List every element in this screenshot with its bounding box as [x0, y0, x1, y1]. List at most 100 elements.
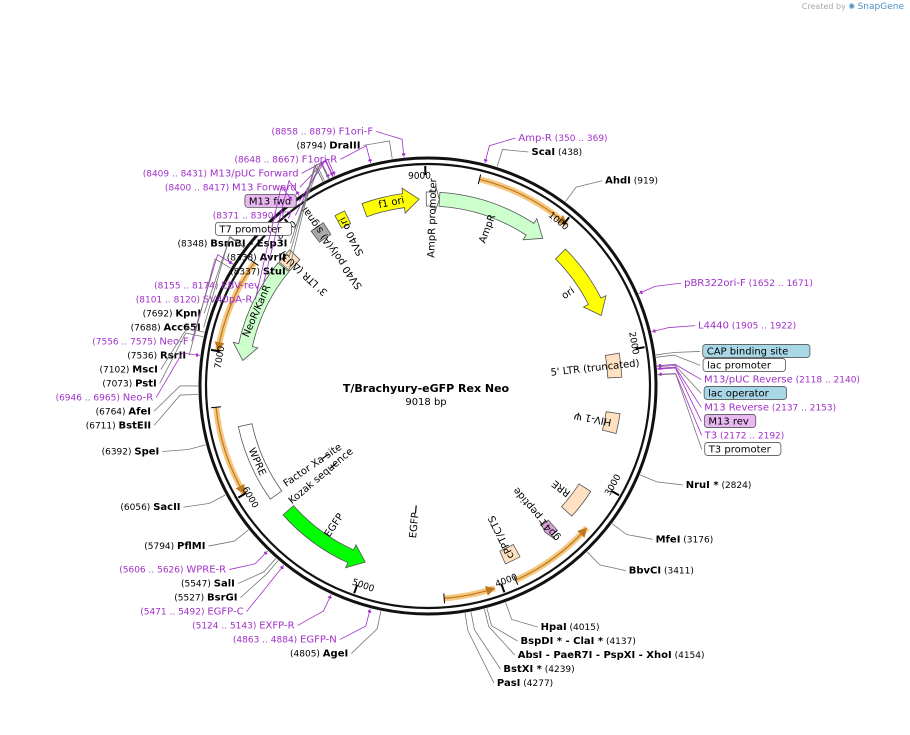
site-name: AhdI: [605, 176, 631, 187]
site-label[interactable]: (8101 .. 8120) SV40pA-R: [136, 294, 253, 305]
primer-mark: [483, 158, 488, 162]
site-label[interactable]: (4863 .. 4884) EGFP-N: [233, 635, 337, 646]
site-text: pBR322ori-F (1652 .. 1671): [684, 278, 813, 289]
site-label[interactable]: (7536) RsrII: [127, 350, 186, 361]
site-leader-line: [162, 444, 206, 452]
site-label[interactable]: (4805) AgeI: [290, 649, 348, 660]
site-label[interactable]: (7073) PstI: [102, 378, 156, 389]
site-name: F1ori-R: [302, 154, 338, 165]
site-label[interactable]: (8348) BsmBI - Esp3I: [178, 238, 288, 249]
site-label[interactable]: AbsI - PaeR7I - PspXI - XhoI (4154): [518, 650, 705, 661]
site-coords: (8337): [230, 267, 263, 277]
site-leader-line: [262, 179, 300, 286]
site-name: SalI: [214, 579, 235, 590]
site-text: M13/pUC Reverse (2118 .. 2140): [704, 374, 860, 385]
inner-marker: [329, 462, 337, 469]
site-label[interactable]: (5471 .. 5492) EGFP-C: [140, 607, 243, 618]
site-label[interactable]: PasI (4277): [497, 678, 553, 689]
site-label[interactable]: (8338) AvrII: [227, 252, 286, 263]
site-name: EGFP-N: [300, 635, 337, 646]
site-label[interactable]: BstXI * (4239): [503, 664, 574, 675]
site-label[interactable]: (7102) MscI: [100, 364, 158, 375]
site-leader-line: [376, 131, 405, 158]
site-label[interactable]: (7692) KpnI: [143, 308, 202, 319]
site-text: (8371 .. 8390) T7: [213, 210, 293, 221]
site-coords: (6056): [120, 503, 153, 513]
site-leader-line: [203, 235, 245, 314]
site-coords: (4277): [520, 679, 553, 689]
feature-label: AmpR: [477, 213, 498, 245]
inner-feature-label: EGFP: [408, 512, 421, 539]
site-label[interactable]: BbvCI (3411): [629, 566, 694, 577]
site-label[interactable]: (5547) SalI: [181, 579, 235, 590]
site-label[interactable]: (5124 .. 5143) EXFP-R: [192, 621, 294, 632]
site-label[interactable]: NruI * (2824): [686, 480, 752, 491]
site-name: BstXI *: [503, 664, 542, 675]
primer-mark: [367, 610, 372, 613]
site-label[interactable]: pBR322ori-F (1652 .. 1671): [684, 278, 813, 289]
site-coords: (350 .. 369): [552, 134, 608, 144]
site-label[interactable]: (6392) SpeI: [102, 447, 160, 458]
site-label[interactable]: M13/pUC Reverse (2118 .. 2140): [704, 374, 860, 385]
site-label[interactable]: T7 promoter: [214, 221, 292, 236]
site-label[interactable]: lac promoter: [702, 358, 786, 372]
site-label[interactable]: CAP binding site: [702, 344, 811, 358]
site-leader-line: [240, 560, 279, 598]
inner-marker: [414, 505, 417, 514]
site-label[interactable]: Amp-R (350 .. 369): [518, 133, 607, 144]
site-label[interactable]: T3 (2172 .. 2192): [704, 430, 785, 441]
site-label[interactable]: (5794) PflMI: [144, 541, 205, 552]
site-label[interactable]: M13 Reverse (2137 .. 2153): [704, 402, 836, 413]
site-label[interactable]: (6056) SacII: [120, 502, 180, 513]
site-label-box: [704, 442, 782, 456]
site-label[interactable]: (7688) Acc65I: [131, 322, 201, 333]
site-name: PflMI: [177, 541, 205, 552]
site-text: AhdI (919): [605, 176, 658, 187]
site-leader-line: [237, 558, 277, 584]
site-name: Amp-R: [518, 133, 552, 144]
map-center: T/Brachyury-eGFP Rex Neo 9018 bp: [343, 382, 510, 408]
site-label[interactable]: (8337) StuI: [230, 266, 286, 277]
site-name: MscI: [132, 364, 158, 375]
site-leader-line: [246, 564, 285, 612]
site-leader-line: [208, 529, 249, 547]
site-label[interactable]: (8371 .. 8390) T7: [213, 210, 293, 221]
site-label[interactable]: (8858 .. 8879) F1ori-F: [272, 126, 374, 137]
site-name: SacII: [153, 502, 180, 513]
site-text: (7692) KpnI: [143, 308, 202, 319]
site-label[interactable]: (6946 .. 6965) Neo-R: [56, 392, 154, 403]
site-label[interactable]: (8648 .. 8667) F1ori-R: [234, 154, 337, 165]
primer-mark: [327, 595, 332, 599]
site-label[interactable]: (6711) BstEII: [86, 420, 151, 431]
site-label[interactable]: T3 promoter: [704, 442, 782, 456]
orf-start-mark: [477, 174, 482, 185]
site-label[interactable]: (8400 .. 8417) M13 Forward: [165, 182, 297, 193]
site-label[interactable]: (6764) AfeI: [96, 406, 151, 417]
site-label[interactable]: (5606 .. 5626) WPRE-R: [119, 565, 226, 576]
site-text: (5547) SalI: [181, 579, 235, 590]
site-label[interactable]: ScaI (438): [532, 147, 583, 158]
site-label[interactable]: (8409 .. 8431) M13/pUC Forward: [143, 168, 299, 179]
site-label[interactable]: AhdI (919): [605, 176, 658, 187]
site-label[interactable]: (7556 .. 7575) Neo-F: [92, 336, 189, 347]
site-label[interactable]: lac operator: [703, 386, 787, 400]
site-label[interactable]: (5527) BsrGI: [174, 593, 237, 604]
site-leader-line: [565, 180, 603, 202]
site-label[interactable]: (8794) DraIII: [296, 140, 360, 151]
site-label[interactable]: MfeI (3176): [656, 534, 714, 545]
site-name: AgeI: [323, 649, 348, 660]
site-leader-line: [159, 332, 204, 384]
site-text: (5794) PflMI: [144, 541, 205, 552]
site-name: AfeI: [128, 406, 151, 417]
site-text: HpaI (4015): [541, 622, 600, 633]
site-name: lac promoter: [707, 360, 772, 371]
site-label[interactable]: BspDI * - ClaI * (4137): [521, 636, 636, 647]
site-label[interactable]: (8155 .. 8174) EBV-rev: [154, 280, 260, 291]
site-coords: (4805): [290, 650, 323, 660]
site-leader-line: [657, 367, 702, 422]
site-text: (6946 .. 6965) Neo-R: [56, 392, 154, 403]
site-label[interactable]: HpaI (4015): [541, 622, 600, 633]
site-label[interactable]: M13 rev: [703, 414, 757, 428]
site-label[interactable]: L4440 (1905 .. 1922): [698, 321, 796, 332]
